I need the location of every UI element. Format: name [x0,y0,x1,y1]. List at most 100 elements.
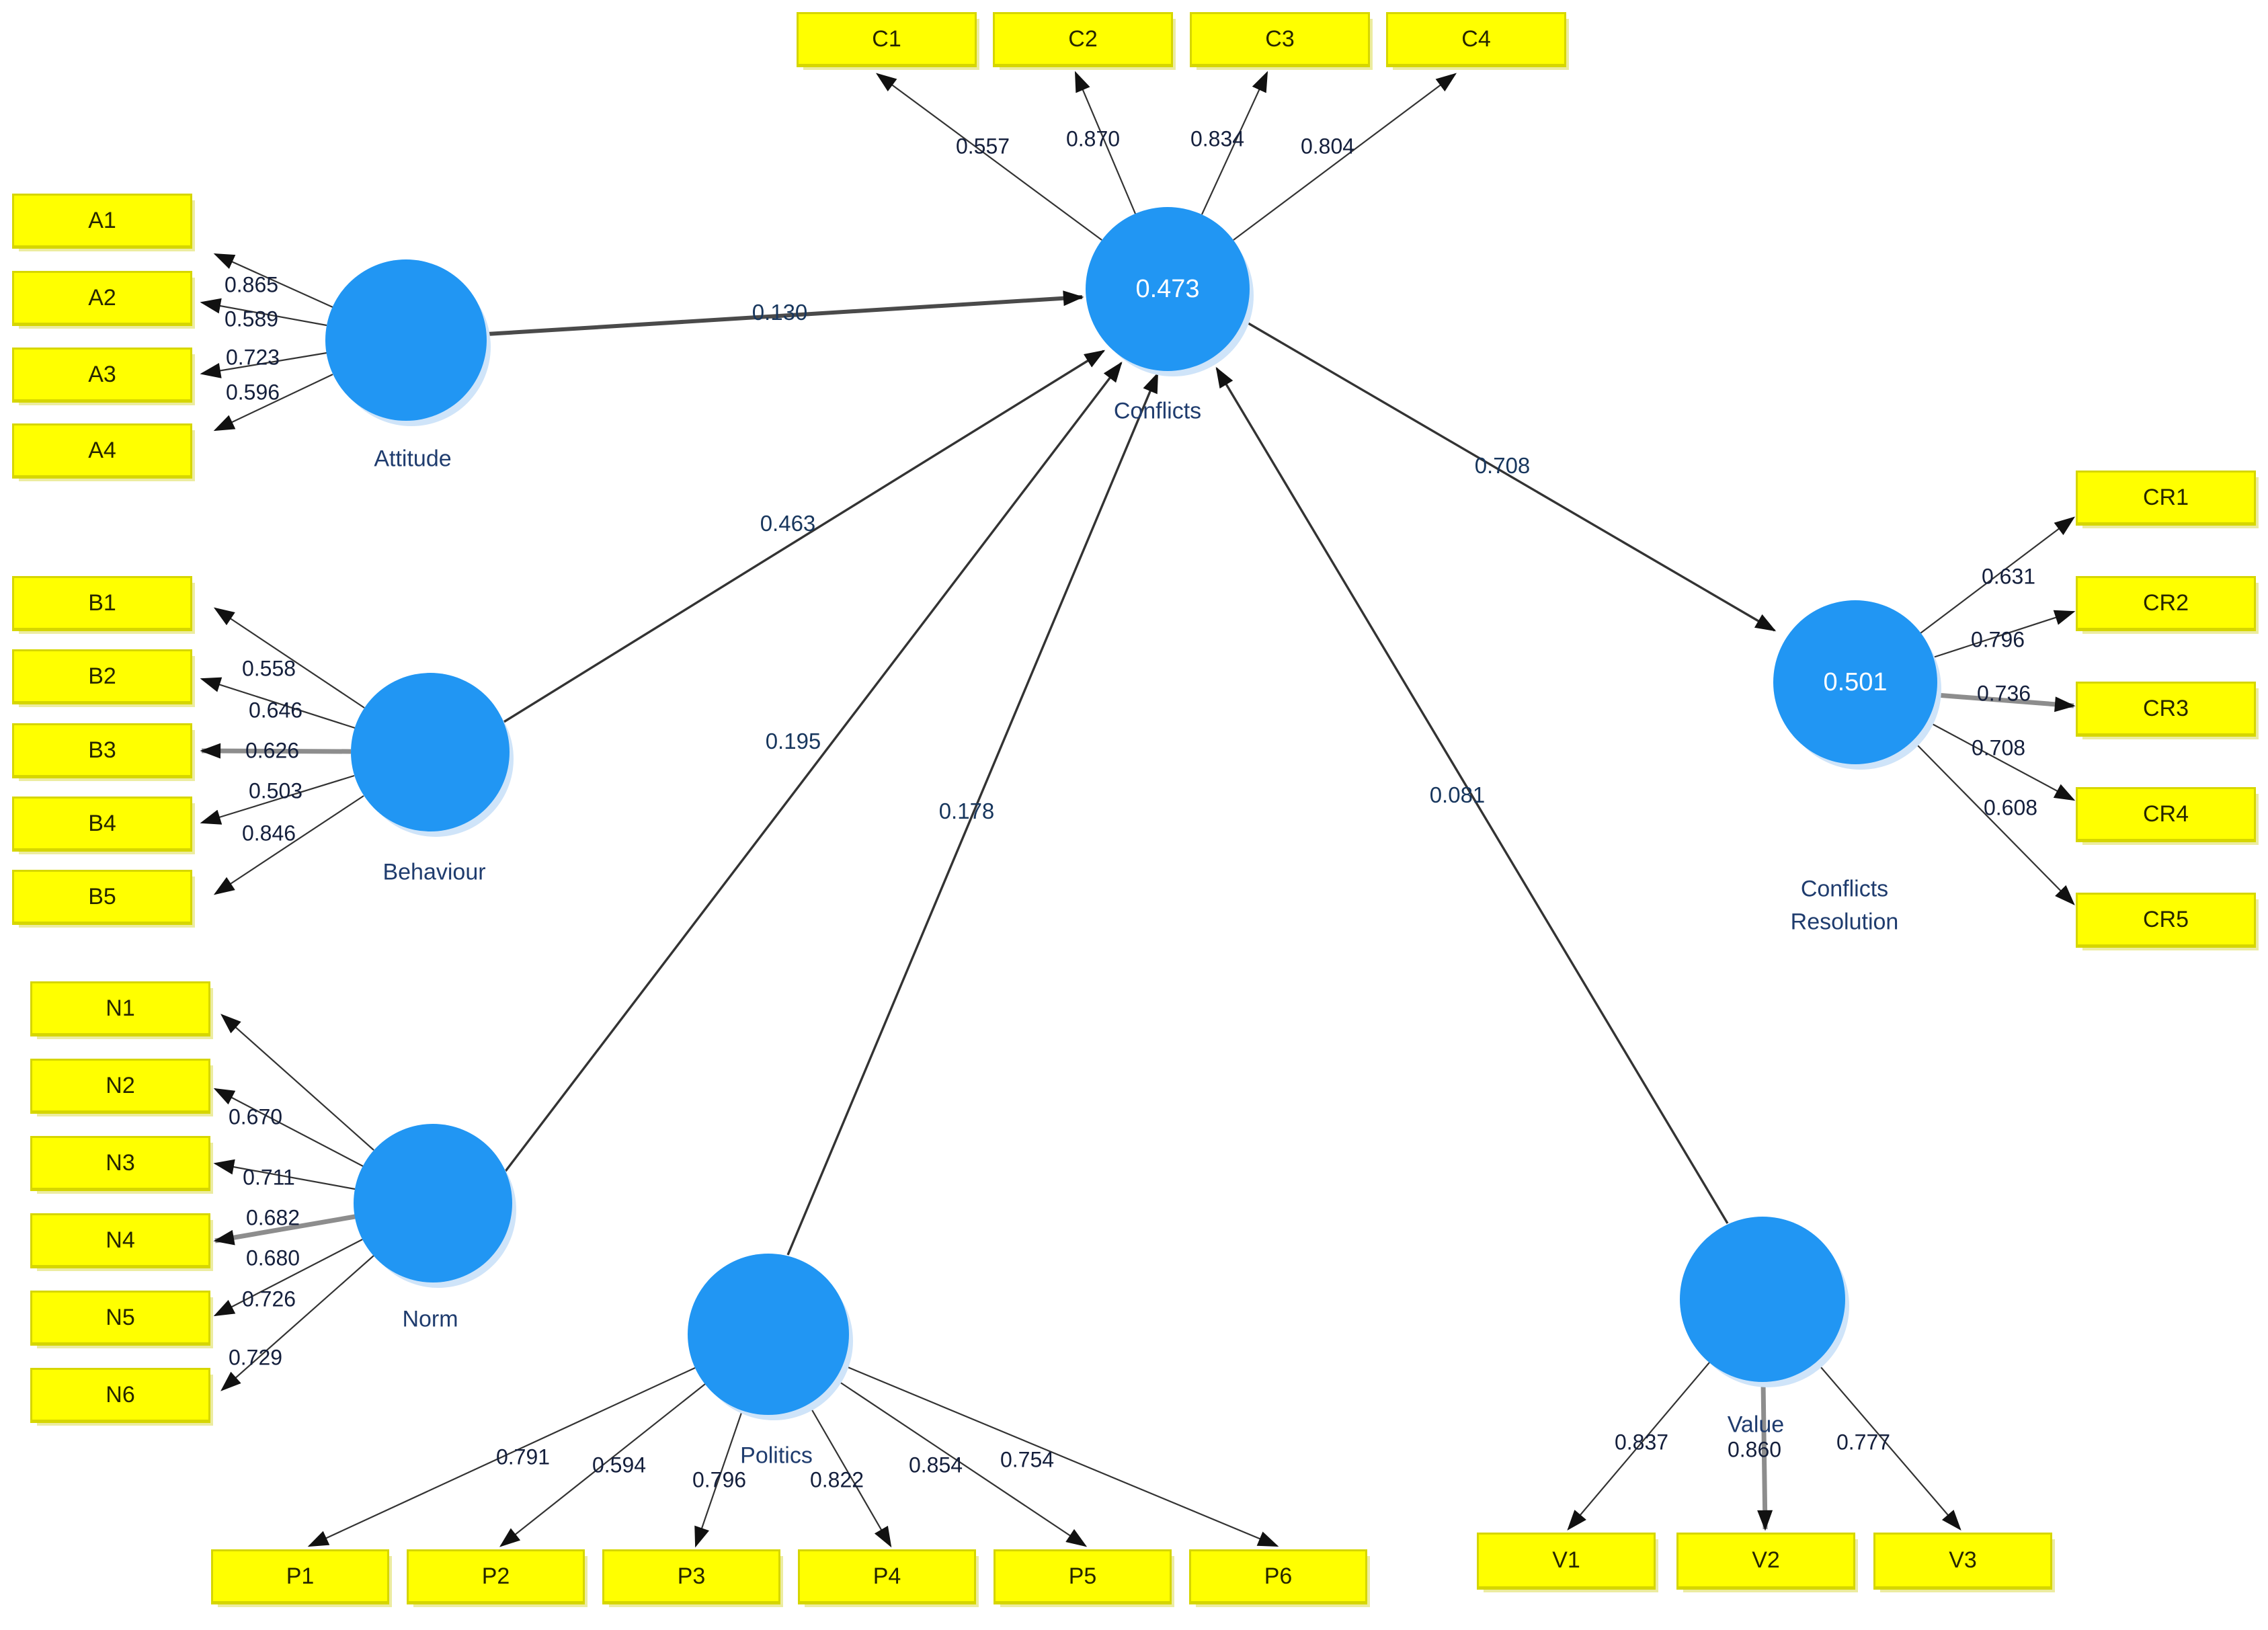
indicator-label: A1 [88,207,116,233]
loading-value-value-V3: 0.777 [1836,1430,1891,1455]
indicator-A4[interactable]: A4 [12,423,192,479]
arrow-attitude-A3 [200,352,327,378]
arrow-value-conflicts [1215,366,1729,1224]
construct-circle-conflicts[interactable]: 0.473 [1086,207,1250,371]
arrow-conflicts-resolution-CR5 [1912,740,2075,905]
construct-circle-politics[interactable] [688,1254,849,1415]
indicator-A3[interactable]: A3 [12,348,192,403]
indicator-P3[interactable]: P3 [602,1549,780,1604]
path-coefficient-norm-conflicts: 0.195 [765,729,821,753]
indicator-N3[interactable]: N3 [30,1136,210,1191]
indicator-N5[interactable]: N5 [30,1291,210,1346]
arrow-politics-P6 [842,1364,1279,1547]
arrow-norm-N2 [213,1088,364,1167]
indicator-A2[interactable]: A2 [12,271,192,326]
loading-value-behaviour-B5: 0.846 [241,821,296,846]
indicator-C4[interactable]: C4 [1386,12,1566,67]
construct-circle-norm[interactable] [354,1124,512,1282]
indicator-CR4[interactable]: CR4 [2076,787,2256,842]
indicator-label: CR3 [2142,695,2189,721]
arrow-norm-N1 [220,1014,374,1151]
indicator-P6[interactable]: P6 [1189,1549,1367,1604]
loading-value-conflicts-resolution-CR5: 0.608 [1983,795,2038,820]
indicator-C1[interactable]: C1 [797,12,977,67]
construct-circle-behaviour[interactable] [351,673,510,831]
path-coefficient-politics-conflicts: 0.178 [938,799,995,823]
indicator-B2[interactable]: B2 [12,649,192,704]
loading-value-norm-N3: 0.682 [245,1205,300,1230]
indicator-label: P2 [481,1563,510,1589]
loading-value-politics-P6: 0.754 [1000,1447,1055,1472]
construct-circle-conflicts-resolution[interactable]: 0.501 [1773,600,1937,764]
indicator-P4[interactable]: P4 [798,1549,976,1604]
indicator-N2[interactable]: N2 [30,1059,210,1114]
indicator-label: N1 [106,995,135,1021]
construct-label-politics: Politics [740,1442,813,1469]
indicator-CR3[interactable]: CR3 [2076,682,2256,737]
indicator-label: C2 [1068,26,1098,52]
indicator-label: A2 [88,284,116,311]
indicator-A1[interactable]: A1 [12,194,192,249]
indicator-N6[interactable]: N6 [30,1368,210,1423]
indicator-label: P4 [873,1563,901,1589]
arrow-norm-N4 [213,1214,356,1246]
loading-value-norm-N1: 0.670 [228,1104,283,1129]
indicator-label: P5 [1068,1563,1097,1589]
indicator-N4[interactable]: N4 [30,1213,210,1268]
construct-label-behaviour: Behaviour [382,859,486,885]
construct-label-value: Value [1727,1412,1785,1438]
arrow-norm-N5 [213,1239,363,1317]
arrow-behaviour-conflicts [502,350,1106,724]
loading-value-norm-N4: 0.680 [245,1246,300,1270]
indicator-label: C1 [872,26,901,52]
indicator-V1[interactable]: V1 [1477,1533,1656,1590]
loading-value-conflicts-C1: 0.557 [955,134,1010,159]
arrow-norm-N6 [220,1255,374,1391]
arrow-conflicts-resolution-CR2 [1933,610,2076,659]
indicator-V3[interactable]: V3 [1873,1533,2052,1590]
indicator-CR5[interactable]: CR5 [2076,893,2256,948]
arrow-politics-P4 [808,1403,892,1548]
arrow-politics-P1 [307,1367,696,1547]
construct-label-norm: Norm [402,1306,458,1332]
indicator-P1[interactable]: P1 [211,1549,389,1604]
indicator-label: P6 [1264,1563,1293,1589]
arrow-behaviour-B4 [200,774,355,825]
indicator-B4[interactable]: B4 [12,797,192,852]
indicator-C2[interactable]: C2 [993,12,1173,67]
arrow-attitude-conflicts [486,290,1084,336]
indicator-B3[interactable]: B3 [12,723,192,778]
indicator-CR2[interactable]: CR2 [2076,576,2256,631]
indicator-label: A3 [88,361,116,387]
indicator-V2[interactable]: V2 [1676,1533,1855,1590]
indicator-label: C3 [1265,26,1295,52]
indicator-CR1[interactable]: CR1 [2076,471,2256,526]
indicator-B5[interactable]: B5 [12,870,192,925]
indicator-N1[interactable]: N1 [30,981,210,1036]
indicator-label: V3 [1949,1547,1977,1573]
indicator-P2[interactable]: P2 [407,1549,585,1604]
arrow-conflicts-resolution-CR3 [1936,692,2076,712]
arrow-politics-P5 [835,1379,1088,1547]
loading-value-behaviour-B3: 0.626 [245,738,300,763]
construct-circle-attitude[interactable] [325,259,487,421]
indicator-label: CR2 [2142,589,2189,616]
loading-value-politics-P1: 0.791 [495,1444,551,1469]
path-coefficient-attitude-conflicts: 0.130 [752,300,808,325]
loading-value-conflicts-resolution-CR4: 0.708 [1971,735,2026,760]
construct-circle-value[interactable] [1680,1217,1845,1382]
arrow-conflicts-C2 [1074,71,1137,214]
loading-value-conflicts-C4: 0.804 [1300,134,1355,159]
path-coefficient-value-conflicts: 0.081 [1429,782,1486,807]
arrow-attitude-A1 [213,253,333,309]
indicator-label: N4 [106,1227,135,1253]
indicator-label: C4 [1461,26,1491,52]
indicator-label: B3 [88,737,116,763]
indicator-B1[interactable]: B1 [12,576,192,631]
loading-value-norm-N6: 0.729 [228,1345,283,1370]
indicator-P5[interactable]: P5 [994,1549,1172,1604]
indicator-label: B4 [88,810,116,836]
indicator-C3[interactable]: C3 [1190,12,1370,67]
